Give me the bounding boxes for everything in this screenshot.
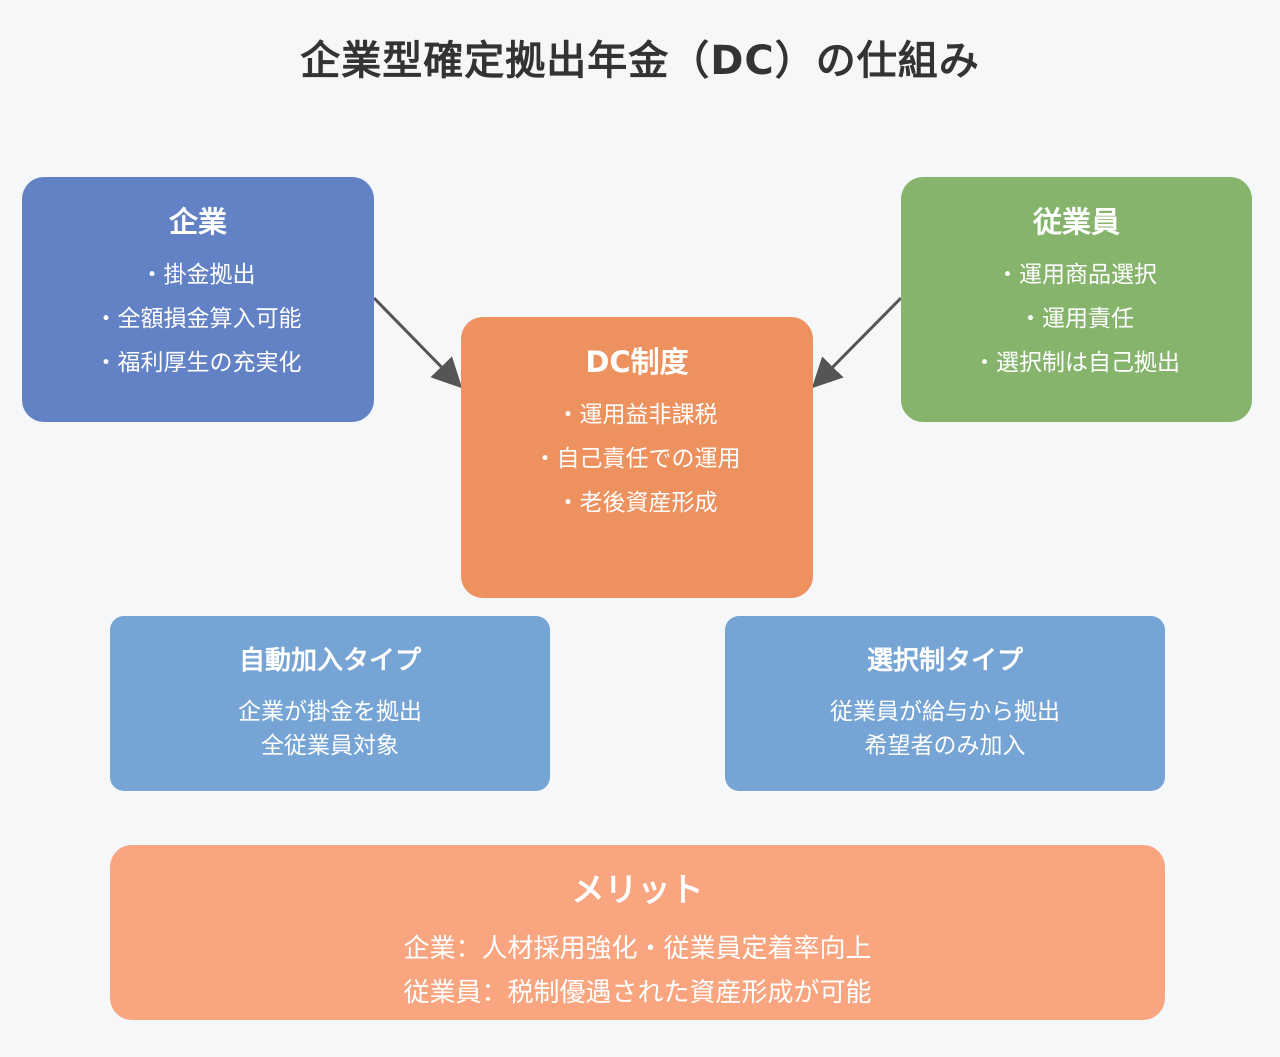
auto-type-lines: 企業が掛金を拠出 全従業員対象 [110,695,550,763]
employee-item: ・運用商品選択 [996,262,1157,288]
employee-item: ・選択制は自己拠出 [973,350,1180,376]
auto-type-line: 全従業員対象 [261,733,399,759]
company-box: 企業 ・掛金拠出 ・全額損金算入可能 ・福利厚生の充実化 [22,177,374,422]
merit-line: 従業員：税制優遇された資産形成が可能 [403,978,872,1008]
arrow-company-to-dc [372,296,463,389]
dc-item: ・運用益非課税 [556,402,718,428]
dc-item: ・自己責任での運用 [533,446,741,472]
selection-type-box: 選択制タイプ 従業員が給与から拠出 希望者のみ加入 [725,616,1165,791]
employee-box: 従業員 ・運用商品選択 ・運用責任 ・選択制は自己拠出 [901,177,1252,422]
employee-items: ・運用商品選択 ・運用責任 ・選択制は自己拠出 [901,253,1252,385]
merit-lines: 企業：人材採用強化・従業員定着率向上 従業員：税制優遇された資産形成が可能 [110,927,1165,1015]
merit-line: 企業：人材採用強化・従業員定着率向上 [403,934,872,964]
auto-enrollment-type-box: 自動加入タイプ 企業が掛金を拠出 全従業員対象 [110,616,550,791]
select-type-line: 従業員が給与から拠出 [830,699,1060,725]
dc-system-box: DC制度 ・運用益非課税 ・自己責任での運用 ・老後資産形成 [461,317,813,598]
employee-heading: 従業員 [1032,205,1120,239]
dc-item: ・老後資産形成 [556,490,718,516]
select-type-line: 希望者のみ加入 [864,733,1026,759]
diagram-title: 企業型確定拠出年金（DC）の仕組み [300,38,980,84]
auto-type-heading: 自動加入タイプ [238,646,421,676]
dc-items: ・運用益非課税 ・自己責任での運用 ・老後資産形成 [461,393,813,525]
select-type-heading: 選択制タイプ [866,646,1023,676]
dc-heading: DC制度 [585,345,689,379]
employee-item: ・運用責任 [1019,306,1134,332]
arrow-employee-to-dc [811,296,903,389]
company-heading: 企業 [168,205,227,239]
company-item: ・福利厚生の充実化 [94,350,302,376]
company-items: ・掛金拠出 ・全額損金算入可能 ・福利厚生の充実化 [22,253,374,385]
company-item: ・全額損金算入可能 [94,306,302,332]
merit-box: メリット 企業：人材採用強化・従業員定着率向上 従業員：税制優遇された資産形成が… [110,845,1165,1020]
merit-heading: メリット [571,870,704,909]
select-type-lines: 従業員が給与から拠出 希望者のみ加入 [725,695,1165,763]
auto-type-line: 企業が掛金を拠出 [238,699,422,725]
company-item: ・掛金拠出 [140,262,256,288]
